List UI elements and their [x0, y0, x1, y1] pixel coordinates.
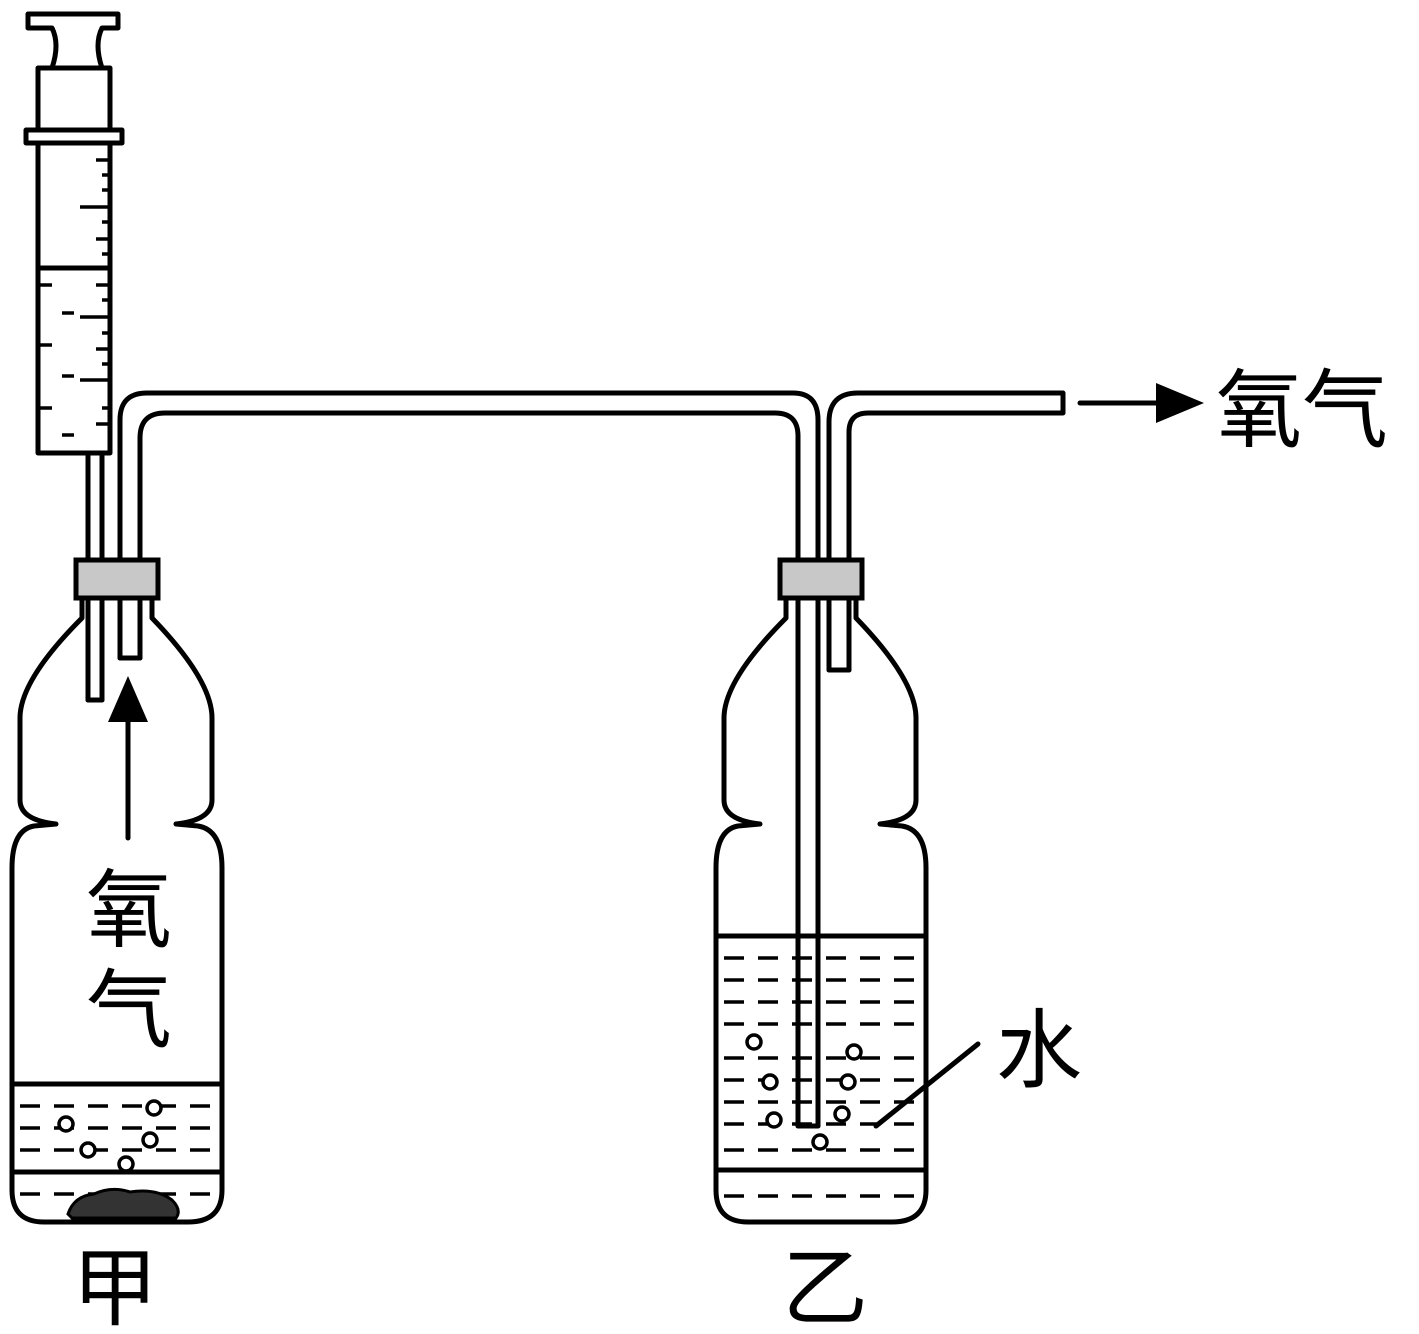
syringe-scale — [40, 158, 110, 437]
label-oxygen-outlet: 氧气 — [1216, 361, 1388, 461]
bottle-a — [9, 557, 225, 1225]
outlet-arrow — [1077, 383, 1204, 423]
bubbles-b — [745, 1033, 863, 1151]
label-oxygen-char-1: 氧 — [86, 861, 172, 961]
liquid-b — [724, 956, 922, 1198]
stopper-b — [777, 557, 865, 601]
bottle-b — [713, 557, 981, 1225]
stopper-a — [73, 557, 161, 601]
liquid-a — [20, 1104, 218, 1196]
bubbles-a — [57, 1099, 163, 1173]
syringe-barrel — [35, 140, 113, 456]
connecting-tubes — [117, 390, 1066, 1129]
plunger-rod — [35, 65, 113, 133]
label-oxygen-char-2: 气 — [86, 961, 172, 1061]
label-bottle-b: 乙 — [782, 1239, 868, 1334]
label-water: 水 — [996, 1001, 1082, 1101]
catalyst-solid — [66, 1187, 180, 1220]
label-bottle-a: 甲 — [72, 1239, 158, 1334]
